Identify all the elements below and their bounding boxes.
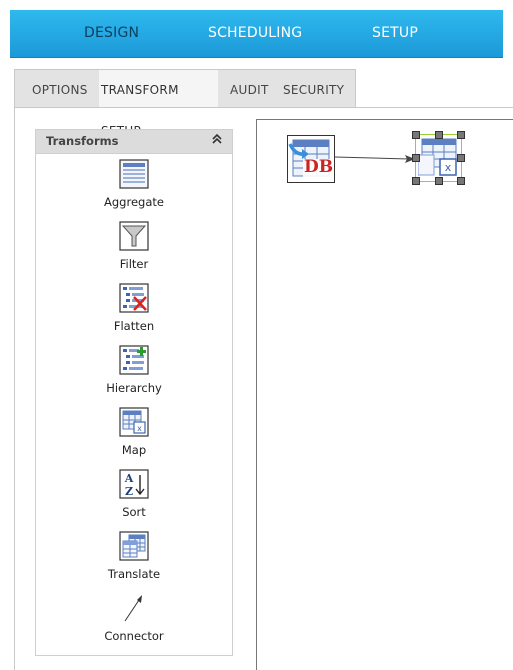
database-table-icon	[287, 135, 335, 183]
tab-security[interactable]: SECURITY	[283, 83, 345, 97]
hierarchy-icon	[119, 345, 149, 375]
tab-bar: OPTIONS TRANSFORM SETUP AUDIT SECURITY	[14, 69, 356, 138]
resize-handle[interactable]	[412, 154, 420, 162]
tool-hierarchy[interactable]: Hierarchy	[36, 345, 232, 401]
connector-arrow-icon	[124, 595, 142, 622]
tool-sort[interactable]: A Z Sort	[36, 469, 232, 525]
tool-translate[interactable]: Translate	[36, 531, 232, 587]
resize-handle[interactable]	[435, 177, 443, 185]
tool-label: Hierarchy	[106, 381, 162, 395]
svg-text:Z: Z	[125, 485, 133, 498]
tool-flatten[interactable]: Flatten	[36, 283, 232, 339]
collapse-icon[interactable]	[212, 133, 222, 148]
flatten-icon	[119, 283, 149, 313]
tool-label: Sort	[122, 505, 146, 519]
top-navigation-bar: DESIGN SCHEDULING SETUP	[10, 10, 503, 58]
tool-map[interactable]: x Map	[36, 407, 232, 463]
resize-handle[interactable]	[412, 131, 420, 139]
transforms-panel-header: Transforms	[36, 130, 232, 154]
nav-setup[interactable]: SETUP	[372, 25, 418, 41]
tab-audit[interactable]: AUDIT	[230, 83, 269, 97]
tool-label: Translate	[107, 567, 161, 581]
tool-label: Flatten	[113, 319, 155, 333]
resize-handle[interactable]	[457, 154, 465, 162]
connector-line[interactable]	[335, 150, 415, 166]
map-icon: x	[418, 138, 457, 176]
tab-transform-setup[interactable]: TRANSFORM SETUP	[99, 70, 218, 138]
panel-title: Transforms	[46, 134, 119, 148]
tool-label: Filter	[119, 257, 149, 271]
nav-scheduling[interactable]: SCHEDULING	[208, 25, 303, 41]
tool-connector[interactable]: Connector	[36, 593, 232, 649]
tool-label: Aggregate	[104, 195, 164, 209]
tab-options[interactable]: OPTIONS	[32, 83, 88, 97]
resize-handle[interactable]	[435, 131, 443, 139]
resize-handle[interactable]	[412, 177, 420, 185]
sort-az-icon: A Z	[119, 469, 149, 499]
design-canvas[interactable]	[256, 119, 513, 670]
canvas-node-db-source[interactable]: DB	[287, 135, 335, 183]
tool-aggregate[interactable]: Aggregate	[36, 159, 232, 215]
tool-label: Map	[121, 443, 147, 457]
tool-filter[interactable]: Filter	[36, 221, 232, 277]
canvas-node-map[interactable]: x	[412, 131, 465, 185]
tab-content-area	[14, 107, 513, 670]
db-node-label: DB	[304, 157, 334, 177]
resize-handle[interactable]	[457, 131, 465, 139]
nav-design[interactable]: DESIGN	[84, 25, 140, 41]
resize-handle[interactable]	[457, 177, 465, 185]
translate-icon	[119, 531, 149, 561]
tool-label: Connector	[104, 629, 164, 643]
funnel-icon	[119, 221, 149, 251]
map-icon: x	[119, 407, 149, 437]
aggregate-icon	[119, 159, 149, 189]
transforms-panel: Transforms Aggregate Filter	[35, 129, 233, 656]
svg-text:A: A	[124, 472, 134, 485]
svg-text:x: x	[445, 161, 452, 174]
svg-text:x: x	[137, 424, 142, 433]
